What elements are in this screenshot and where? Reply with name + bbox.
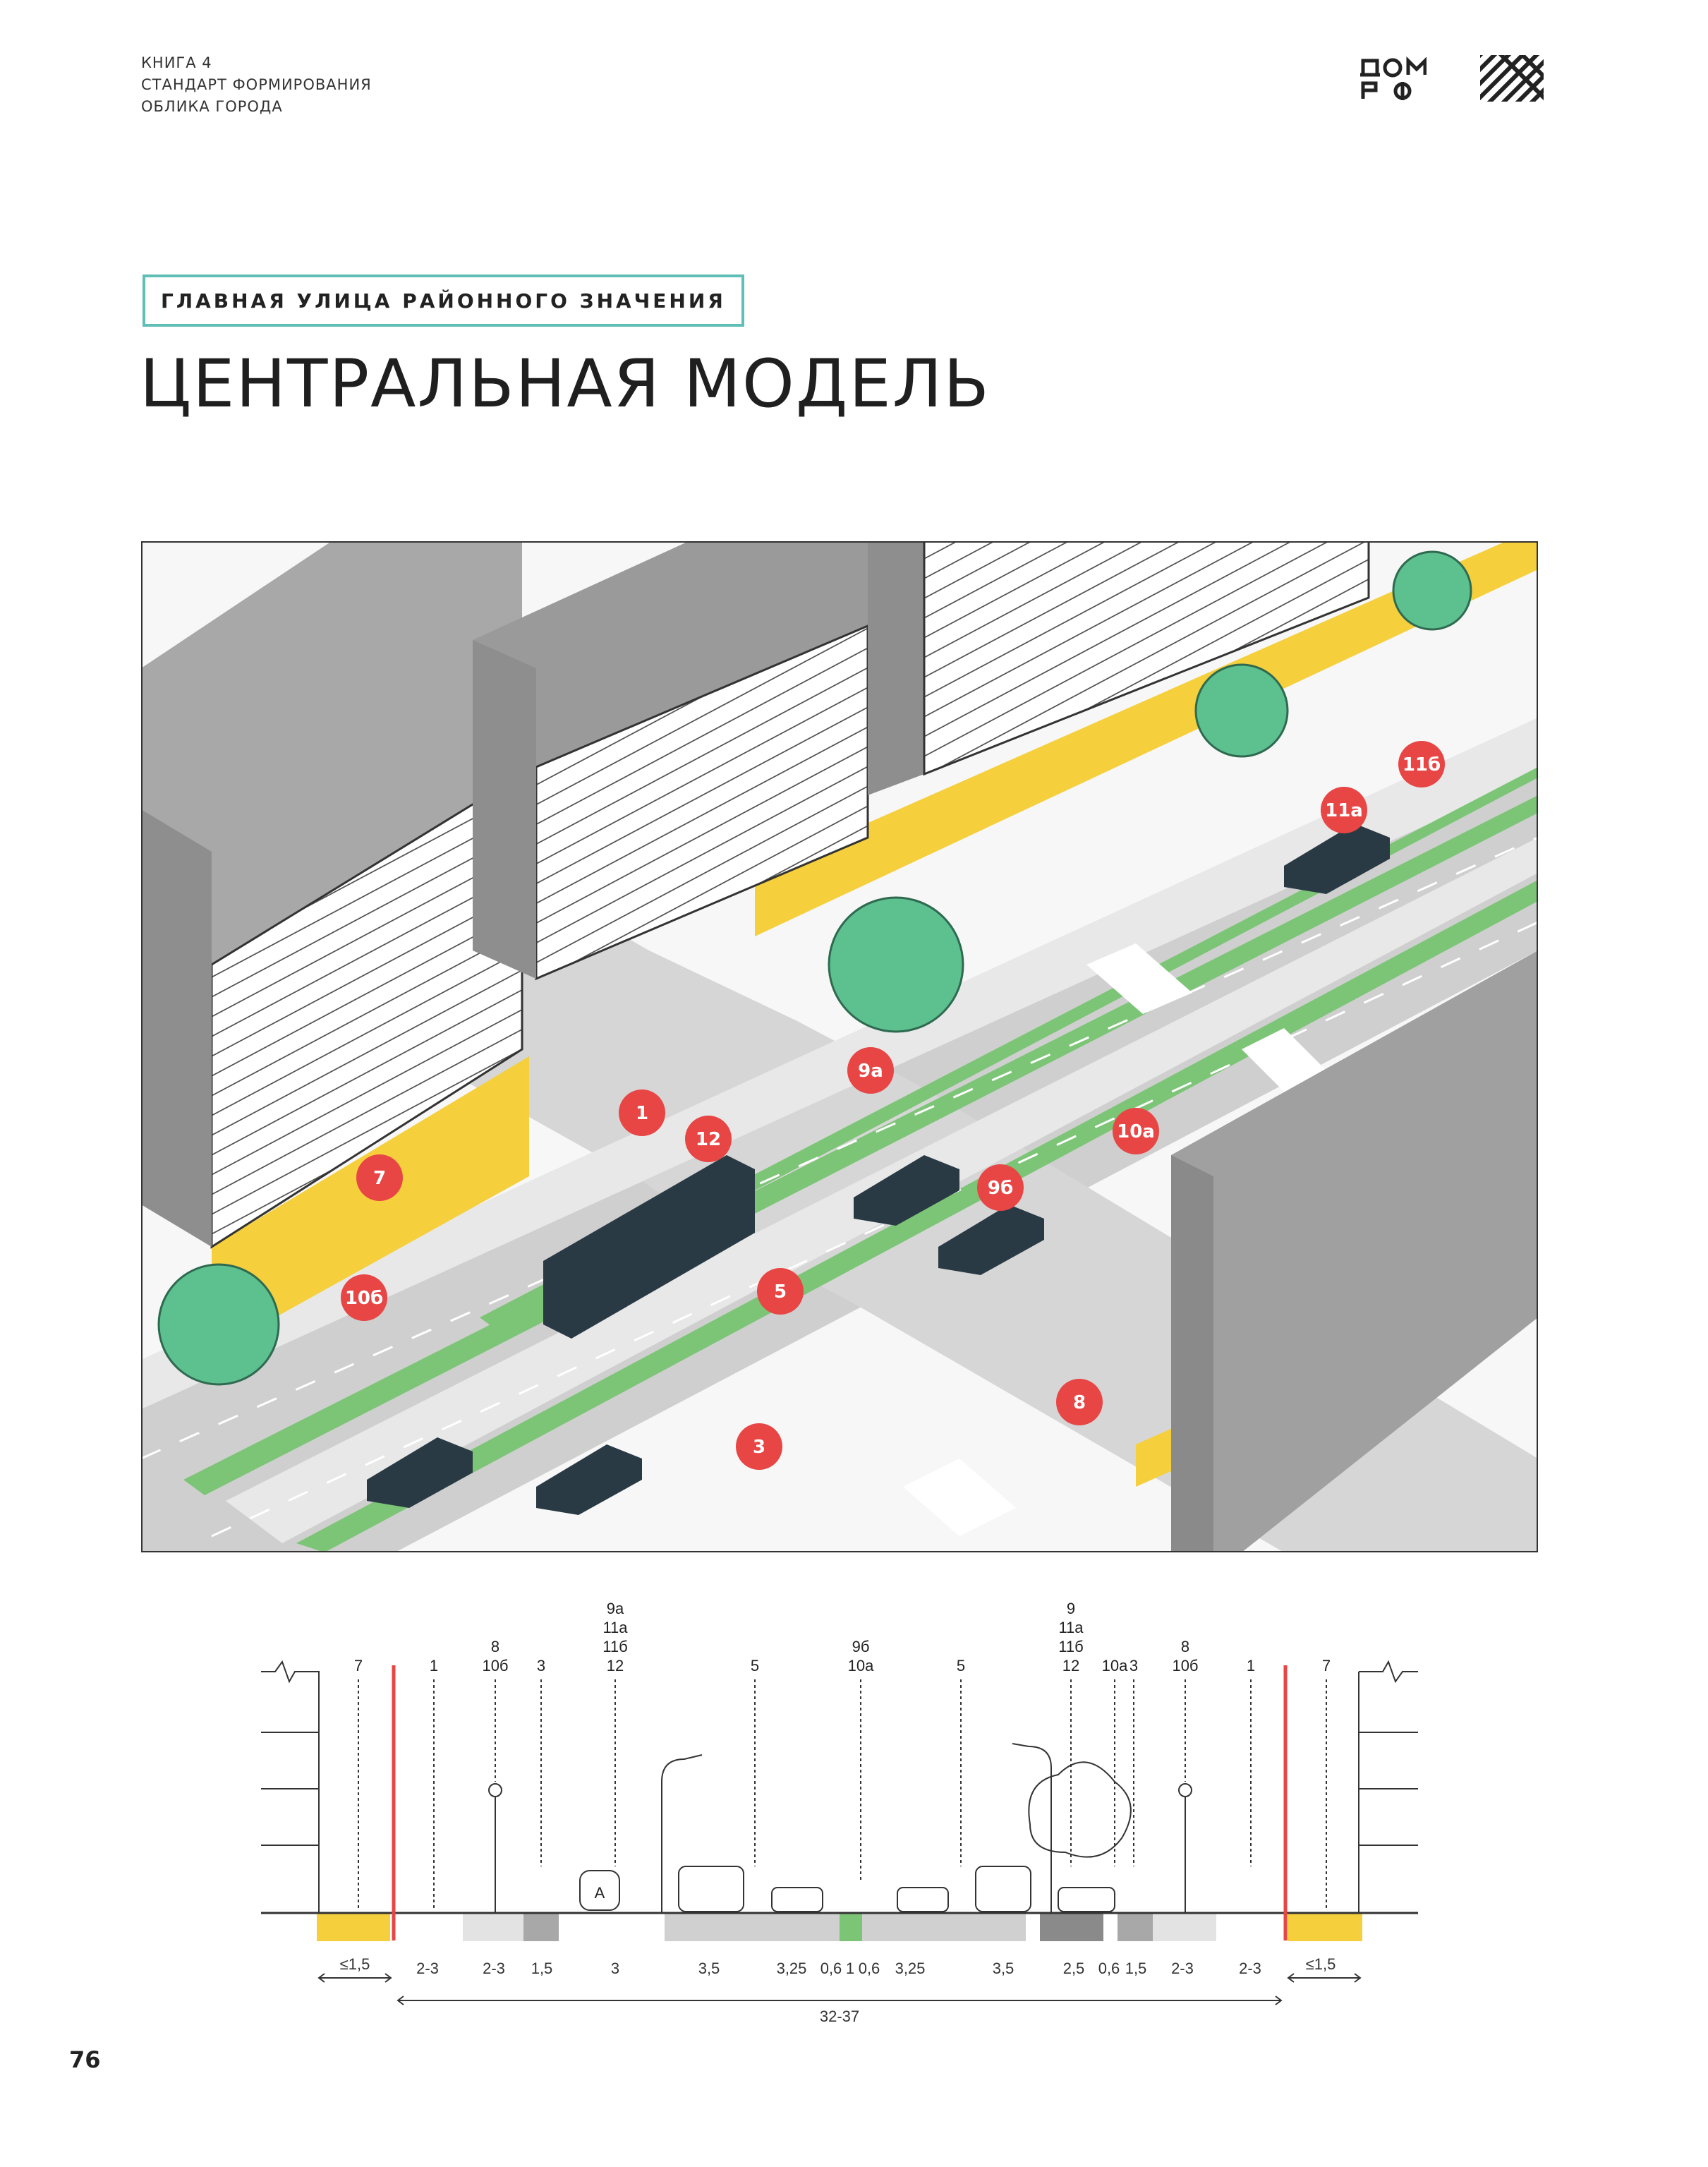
- header-line-3: ОБЛИКА ГОРОДА: [141, 98, 283, 115]
- section-callouts: [358, 1679, 1327, 1909]
- svg-text:0,6: 0,6: [859, 1960, 880, 1977]
- svg-text:12: 12: [696, 1129, 721, 1150]
- marker-12: 12: [685, 1116, 732, 1162]
- svg-text:1,5: 1,5: [1125, 1960, 1147, 1977]
- svg-text:1: 1: [846, 1960, 854, 1977]
- svg-text:12: 12: [607, 1657, 624, 1674]
- marker-5: 5: [757, 1268, 804, 1315]
- svg-text:2-3: 2-3: [1171, 1960, 1194, 1977]
- svg-text:0,6: 0,6: [820, 1960, 842, 1977]
- svg-text:3: 3: [1129, 1657, 1138, 1674]
- svg-text:9б: 9б: [852, 1638, 870, 1655]
- svg-text:5: 5: [957, 1657, 965, 1674]
- section-surfaces: [317, 1913, 1362, 1941]
- svg-text:1: 1: [1247, 1657, 1255, 1674]
- section-width-labels: ≤1,5 2-3 2-3 1,5 3 3,5 3,25 0,6 1 0,6 3,…: [340, 1955, 1336, 1977]
- svg-text:11а: 11а: [1058, 1619, 1084, 1636]
- svg-text:1: 1: [430, 1657, 438, 1674]
- svg-text:3,25: 3,25: [895, 1960, 926, 1977]
- svg-text:≤1,5: ≤1,5: [340, 1955, 370, 1973]
- svg-text:8: 8: [1073, 1392, 1086, 1413]
- marker-11a: 11а: [1321, 787, 1367, 833]
- svg-text:12: 12: [1062, 1657, 1079, 1674]
- marker-10b: 10б: [341, 1274, 387, 1321]
- svg-text:11б: 11б: [602, 1638, 627, 1655]
- header-line-2: СТАНДАРТ ФОРМИРОВАНИЯ: [141, 76, 372, 93]
- svg-text:7: 7: [373, 1168, 386, 1189]
- svg-text:5: 5: [751, 1657, 759, 1674]
- svg-text:7: 7: [354, 1657, 363, 1674]
- svg-text:10а: 10а: [1117, 1121, 1155, 1142]
- svg-text:10б: 10б: [345, 1288, 383, 1309]
- svg-text:1: 1: [636, 1103, 648, 1124]
- marker-1: 1: [619, 1089, 665, 1136]
- svg-text:3: 3: [753, 1437, 765, 1458]
- svg-text:8: 8: [491, 1638, 499, 1655]
- marker-7: 7: [356, 1154, 403, 1201]
- marker-9b: 9б: [977, 1164, 1024, 1211]
- svg-text:2,5: 2,5: [1063, 1960, 1085, 1977]
- svg-text:11б: 11б: [1403, 754, 1441, 775]
- pattern-logo: [1480, 55, 1544, 102]
- marker-3: 3: [736, 1423, 782, 1470]
- page-number: 76: [69, 2046, 101, 2073]
- total-width: 32-37: [820, 2008, 859, 2025]
- svg-text:2-3: 2-3: [483, 1960, 505, 1977]
- svg-text:5: 5: [774, 1281, 787, 1303]
- street-illustration: 1 12 7 10б 5 3 9а 10а 9б 8 11а 11б: [141, 541, 1538, 1552]
- marker-9a: 9а: [847, 1047, 894, 1094]
- svg-text:3,25: 3,25: [777, 1960, 807, 1977]
- svg-text:8: 8: [1181, 1638, 1189, 1655]
- bus-stop-sign: А: [595, 1884, 605, 1902]
- svg-text:1,5: 1,5: [531, 1960, 553, 1977]
- svg-text:3,5: 3,5: [993, 1960, 1014, 1977]
- svg-text:9б: 9б: [988, 1178, 1013, 1199]
- marker-10a: 10а: [1113, 1108, 1159, 1154]
- svg-text:≤1,5: ≤1,5: [1306, 1955, 1336, 1973]
- svg-text:7: 7: [1322, 1657, 1331, 1674]
- svg-text:11а: 11а: [1325, 800, 1363, 821]
- street-cross-section: А 7 1 8 10б 3 9а 11а 11б 12 5 9б 10а 5 9…: [261, 1600, 1418, 2025]
- marker-8: 8: [1056, 1379, 1103, 1425]
- svg-text:10а: 10а: [1102, 1657, 1128, 1674]
- svg-text:10а: 10а: [848, 1657, 874, 1674]
- marker-11b: 11б: [1398, 741, 1445, 787]
- dom-rf-logo: [1360, 56, 1427, 100]
- svg-text:3,5: 3,5: [698, 1960, 720, 1977]
- svg-text:2-3: 2-3: [416, 1960, 439, 1977]
- svg-text:9а: 9а: [858, 1061, 883, 1082]
- svg-text:9: 9: [1067, 1600, 1075, 1617]
- svg-text:10б: 10б: [482, 1657, 508, 1674]
- svg-text:0,6: 0,6: [1098, 1960, 1120, 1977]
- svg-text:3: 3: [611, 1960, 619, 1977]
- svg-text:11а: 11а: [602, 1619, 628, 1636]
- svg-text:11б: 11б: [1058, 1638, 1083, 1655]
- header-line-1: КНИГА 4: [141, 54, 212, 71]
- page-title: ЦЕНТРАЛЬНАЯ МОДЕЛЬ: [140, 346, 991, 423]
- svg-text:3: 3: [537, 1657, 545, 1674]
- svg-text:10б: 10б: [1172, 1657, 1198, 1674]
- svg-text:2-3: 2-3: [1239, 1960, 1261, 1977]
- category-label: ГЛАВНАЯ УЛИЦА РАЙОННОГО ЗНАЧЕНИЯ: [143, 274, 744, 327]
- illustration-markers: 1 12 7 10б 5 3 9а 10а 9б 8 11а 11б: [341, 741, 1445, 1470]
- book-header: КНИГА 4 СТАНДАРТ ФОРМИРОВАНИЯ ОБЛИКА ГОР…: [141, 52, 372, 118]
- svg-text:9а: 9а: [607, 1600, 624, 1617]
